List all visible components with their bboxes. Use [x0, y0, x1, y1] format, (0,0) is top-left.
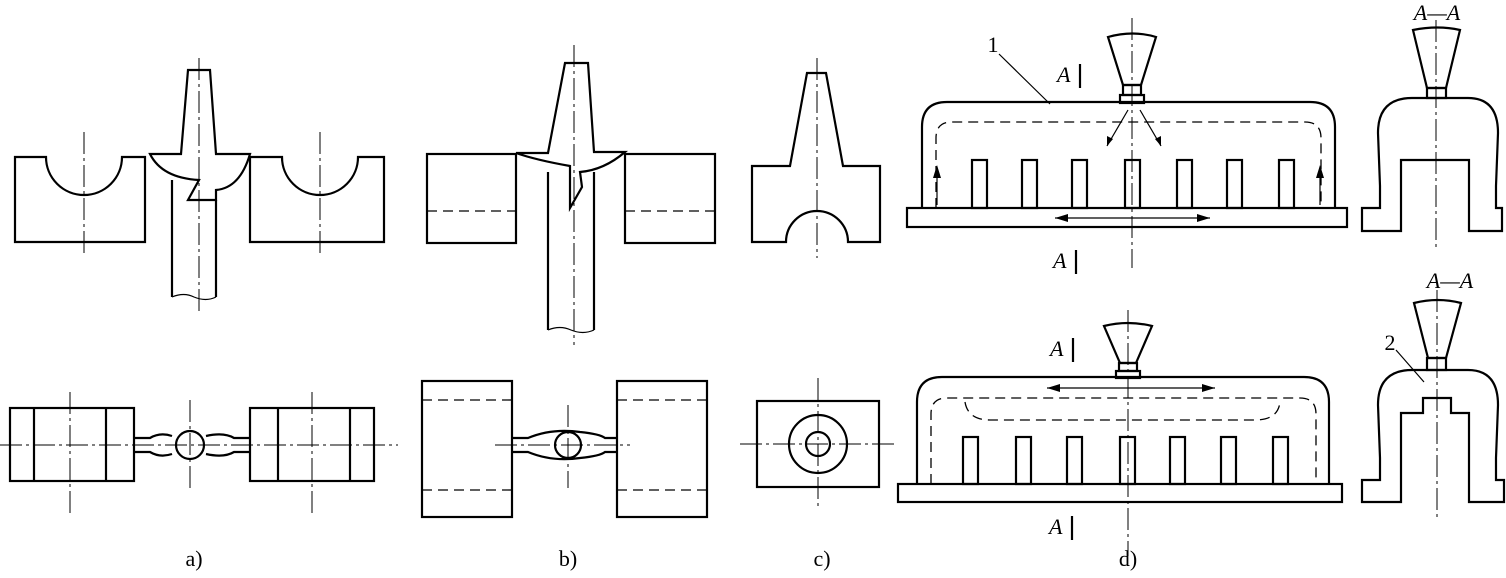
mold-cover-upper	[920, 100, 1337, 208]
section-mark-lower-top: A	[1048, 336, 1075, 362]
callout-1-label: 1	[988, 32, 999, 57]
figure-c-front-view	[750, 58, 882, 258]
figure-b-front-view	[425, 45, 717, 345]
figure-c-top-view	[740, 378, 896, 508]
caption-d: d)	[1119, 546, 1137, 571]
flow-arrows-lower	[1047, 384, 1215, 392]
caption-c: c)	[813, 546, 830, 571]
figure-b-top-view	[420, 379, 709, 519]
figure-d-lower: A A	[896, 310, 1344, 556]
callout-2: 2	[1385, 330, 1425, 383]
cavity-pins-upper	[970, 158, 1296, 210]
cavity-pins-lower	[961, 435, 1290, 486]
base-plate-lower	[896, 482, 1344, 504]
figure-c: c)	[740, 58, 896, 571]
svg-text:A: A	[1048, 336, 1064, 361]
section-mark-lower-bottom: A	[1047, 514, 1074, 540]
section-view-lower: A—A 2	[1360, 268, 1506, 520]
figure-b: b)	[420, 45, 717, 571]
figure-a-front-view	[13, 58, 386, 312]
figure-a: a)	[0, 58, 398, 571]
svg-text:A: A	[1047, 514, 1063, 539]
section-title-lower: A—A	[1425, 268, 1474, 293]
callout-2-label: 2	[1385, 330, 1396, 355]
section-mark-upper-bottom: A	[1051, 248, 1078, 274]
section-view-upper: A—A	[1360, 0, 1504, 248]
svg-text:A: A	[1055, 62, 1071, 87]
figure-d-upper: 1 A A	[905, 18, 1349, 274]
caption-a: a)	[185, 546, 202, 571]
caption-b: b)	[559, 546, 577, 571]
section-mark-upper-top: A	[1055, 62, 1082, 88]
svg-text:A: A	[1051, 248, 1067, 273]
flow-arrows-upper	[933, 109, 1324, 222]
callout-1: 1	[988, 32, 1051, 105]
figure-a-top-view	[0, 392, 398, 516]
